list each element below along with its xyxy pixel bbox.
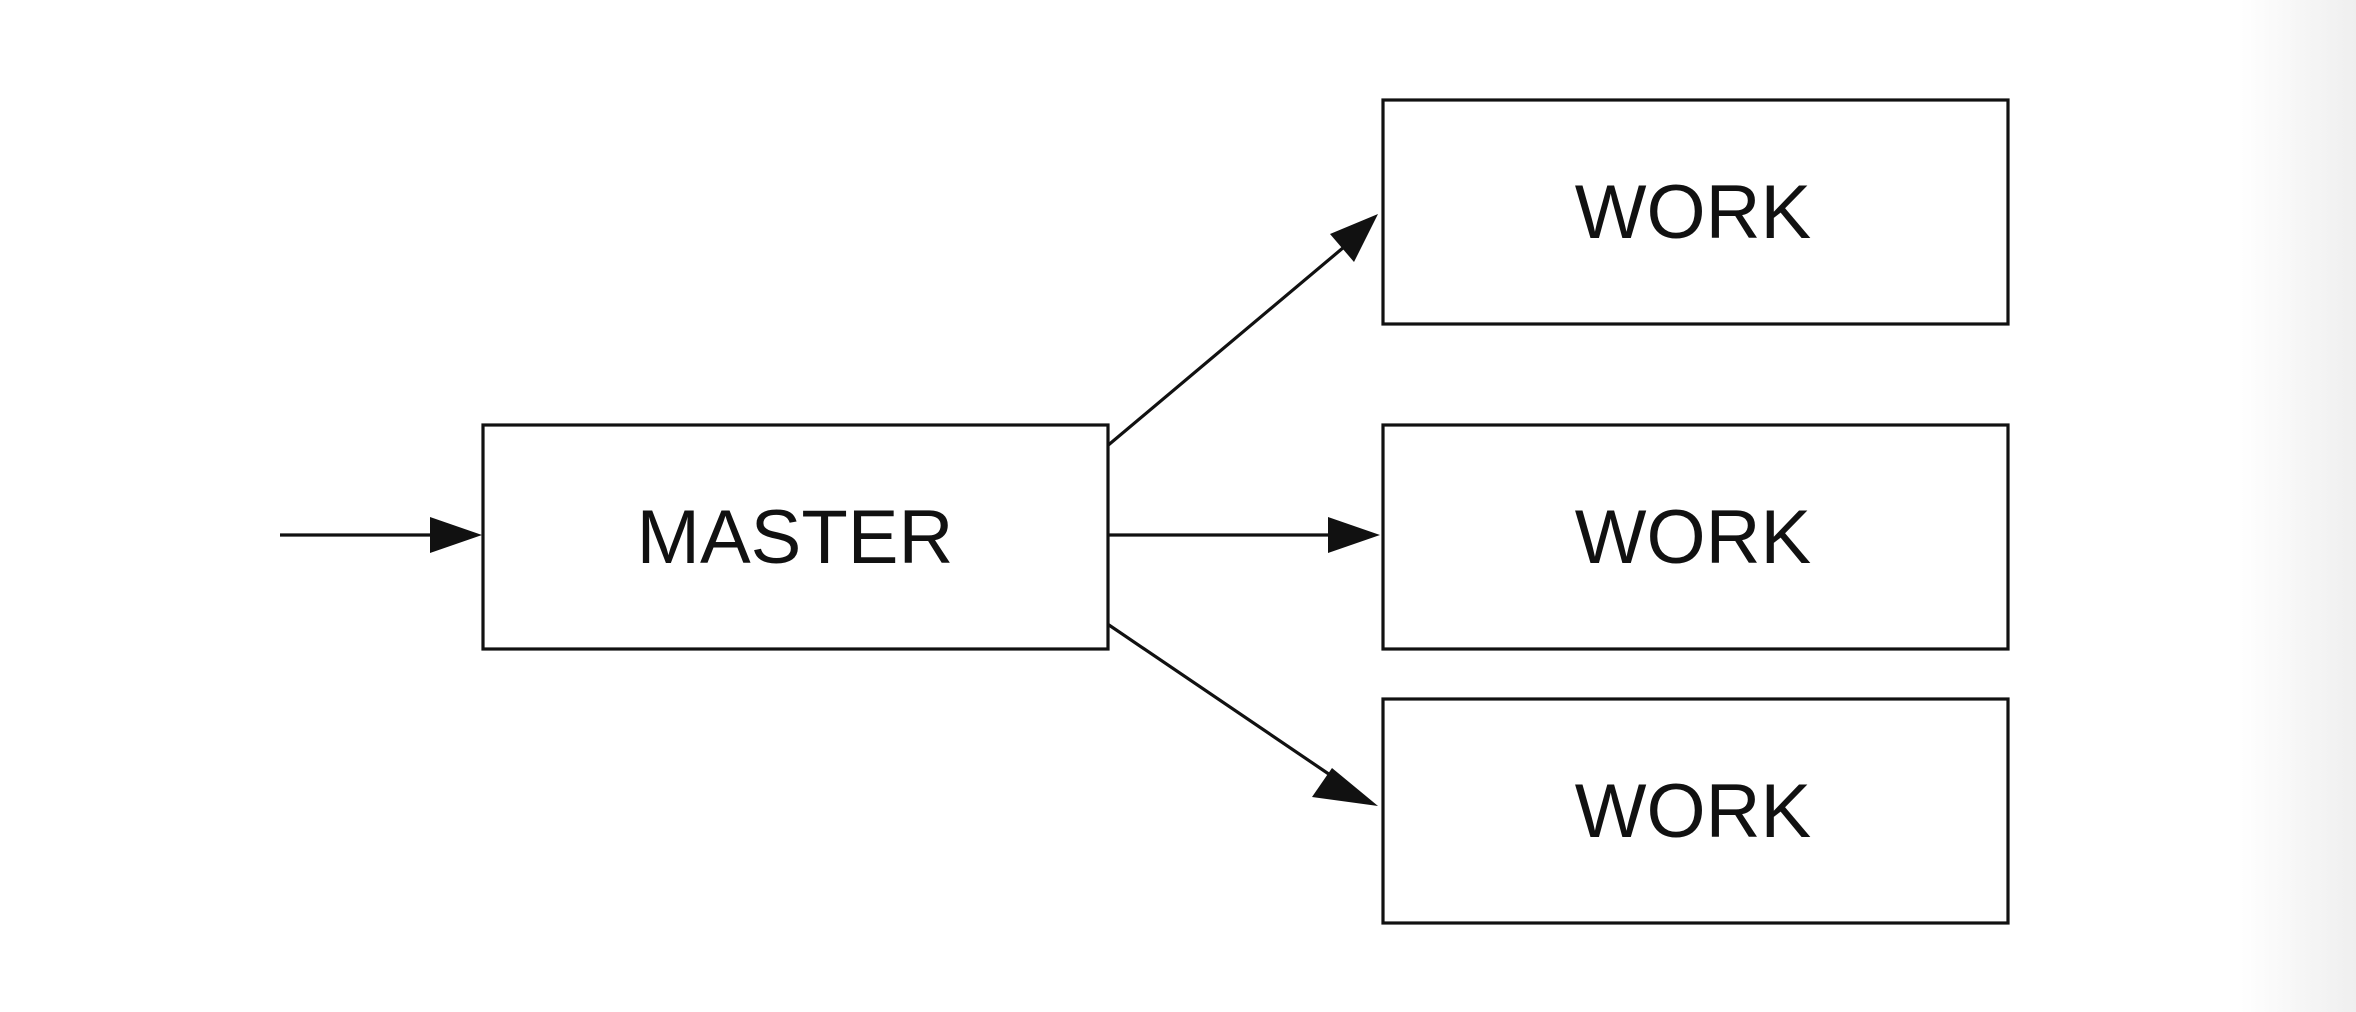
arrowhead-input-to-master xyxy=(430,517,482,553)
node-work-middle: WORK xyxy=(1381,423,2010,651)
master-box xyxy=(481,423,1110,651)
work-top-box xyxy=(1381,98,2010,326)
work-bottom-box xyxy=(1381,697,2010,925)
arrowhead-master-to-work-top xyxy=(1330,214,1378,262)
edge-master-to-work-top xyxy=(1104,245,1346,449)
edge-master-to-work-bottom xyxy=(1105,621,1343,785)
node-work-bottom: WORK xyxy=(1381,697,2010,925)
edges xyxy=(280,214,1380,806)
node-work-top: WORK xyxy=(1381,98,2010,326)
work-bottom-label: WORK xyxy=(1575,769,1811,854)
work-middle-label: WORK xyxy=(1575,495,1811,580)
arrowhead-master-to-work-middle xyxy=(1328,517,1380,553)
work-top-label: WORK xyxy=(1575,170,1811,255)
node-master: MASTER xyxy=(481,423,1110,651)
work-middle-box xyxy=(1381,423,2010,651)
arrowhead-master-to-work-bottom xyxy=(1312,768,1378,806)
master-label: MASTER xyxy=(637,495,954,580)
